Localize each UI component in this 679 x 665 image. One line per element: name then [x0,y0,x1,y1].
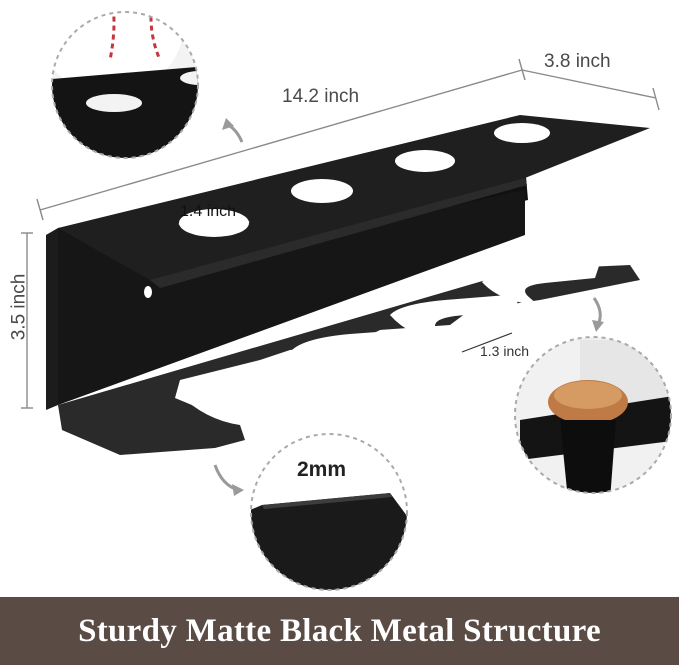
zoom-circle-bat-knob [514,336,672,494]
bat-rack [46,115,650,455]
thickness-label: 2mm [297,458,347,481]
arrow-head-icon [592,320,604,332]
slot-dimension-arrow [461,332,513,353]
length-dimension-line [36,58,526,221]
arrow-head-icon [232,484,244,496]
hole-dimension-arrow [178,216,250,230]
rack-top-shelf [58,115,650,285]
slot-cutouts [178,263,600,425]
zoom-circle-baseball [51,11,199,159]
baseball-icon [52,12,185,95]
height-dimension-line [21,232,33,409]
length-label: 14.2 inch [282,86,360,107]
slot-width-label: 1.3 inch [480,343,530,359]
rack-bottom-arm [58,265,640,455]
banner-caption: Sturdy Matte Black Metal Structure [78,612,601,649]
depth-label: 3.8 inch [544,51,611,72]
hole-diameter-label: 1.4 inch [180,203,237,220]
height-label: 3.5 inch [8,273,30,341]
product-illustration: 14.2 inch 3.8 inch 3.5 inch 1.4 inch 1.3… [8,11,672,591]
arrow-head-icon [222,118,234,130]
zoom-circle-thickness [250,433,408,591]
mount-hole [144,286,152,298]
rack-back-plate [46,228,58,410]
caption-banner: Sturdy Matte Black Metal Structure [0,597,679,665]
depth-dimension-line [521,69,660,111]
